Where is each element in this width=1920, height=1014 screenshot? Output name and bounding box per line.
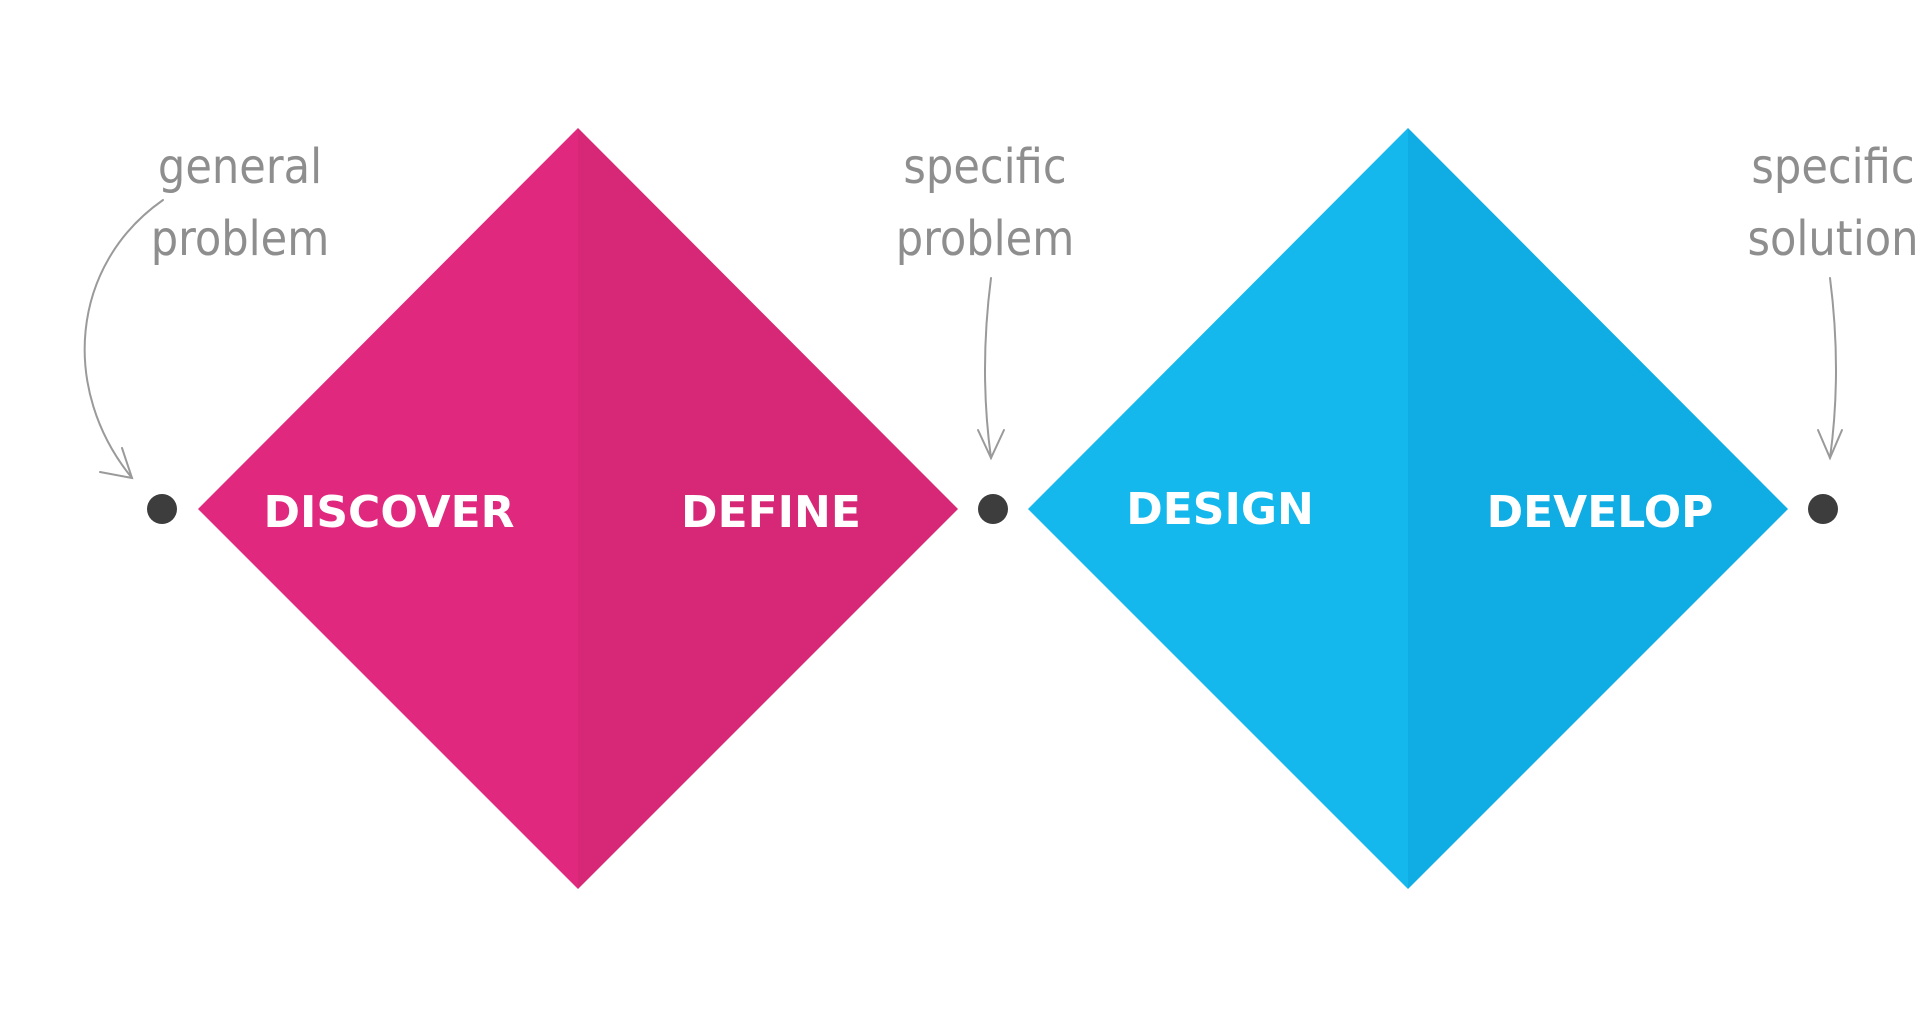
second-diamond bbox=[1028, 128, 1788, 889]
note-general-line2: problem bbox=[151, 211, 330, 267]
arrow-line-specific-solution bbox=[1829, 277, 1837, 459]
end-node bbox=[1808, 494, 1838, 524]
first-diamond bbox=[198, 128, 958, 889]
note-specific-problem-line2: problem bbox=[896, 211, 1075, 267]
arrow-head-specific-solution bbox=[1817, 429, 1843, 461]
note-specific-solution-line2: solution bbox=[1748, 211, 1919, 267]
discover-half bbox=[198, 128, 578, 889]
annotation-specific-solution: specific solution bbox=[1748, 139, 1919, 461]
note-specific-solution-line1: specific bbox=[1751, 139, 1914, 195]
note-specific-problem-line1: specific bbox=[903, 139, 1066, 195]
arrow-head-specific-problem bbox=[977, 429, 1005, 461]
phase-label-discover: DISCOVER bbox=[263, 487, 514, 538]
phase-label-define: DEFINE bbox=[681, 487, 861, 538]
define-half bbox=[578, 128, 958, 889]
phase-label-develop: DEVELOP bbox=[1487, 487, 1714, 538]
note-general-line1: general bbox=[158, 139, 322, 195]
arrow-line-specific-problem bbox=[984, 277, 992, 459]
arrow-curve-general bbox=[83, 199, 164, 479]
develop-half bbox=[1408, 128, 1788, 889]
phase-label-design: DESIGN bbox=[1126, 484, 1314, 535]
middle-node bbox=[978, 494, 1008, 524]
annotation-general-problem: general problem bbox=[83, 139, 330, 480]
design-half bbox=[1028, 128, 1408, 889]
start-node bbox=[147, 494, 177, 524]
arrow-head-general bbox=[99, 447, 134, 480]
annotation-specific-problem: specific problem bbox=[896, 139, 1075, 461]
